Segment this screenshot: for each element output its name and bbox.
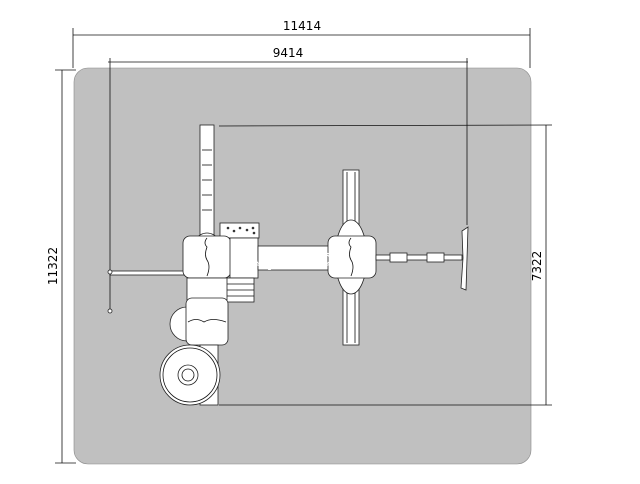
- dimension-overall-height: 11322: [46, 69, 76, 464]
- dimension-inner-width: 9414: [108, 46, 468, 272]
- horizontal-bar: [109, 270, 186, 276]
- swing-seat: [426, 252, 445, 263]
- platform: [229, 237, 259, 279]
- swing-beam: [375, 254, 463, 261]
- ladder-rungs: [202, 149, 212, 211]
- lower-tower: [185, 297, 229, 346]
- bridge: [257, 245, 331, 271]
- dimension-inner-height: 7322: [218, 124, 553, 406]
- inner-height-label: 7322: [530, 251, 544, 282]
- overall-width-label: 11414: [283, 19, 321, 33]
- ladder: [199, 124, 215, 241]
- playground-structure: [107, 124, 469, 406]
- inner-width-label: 9414: [273, 46, 304, 60]
- swing-frame: [460, 226, 469, 291]
- swing-seat: [389, 252, 408, 263]
- overall-height-label: 11322: [46, 247, 60, 285]
- watermark: dupex.ro: [240, 246, 333, 270]
- left-tower: [182, 235, 232, 279]
- side-window: [169, 306, 188, 342]
- dimension-overall-width: 11414: [72, 19, 531, 68]
- play-panel: [219, 222, 260, 239]
